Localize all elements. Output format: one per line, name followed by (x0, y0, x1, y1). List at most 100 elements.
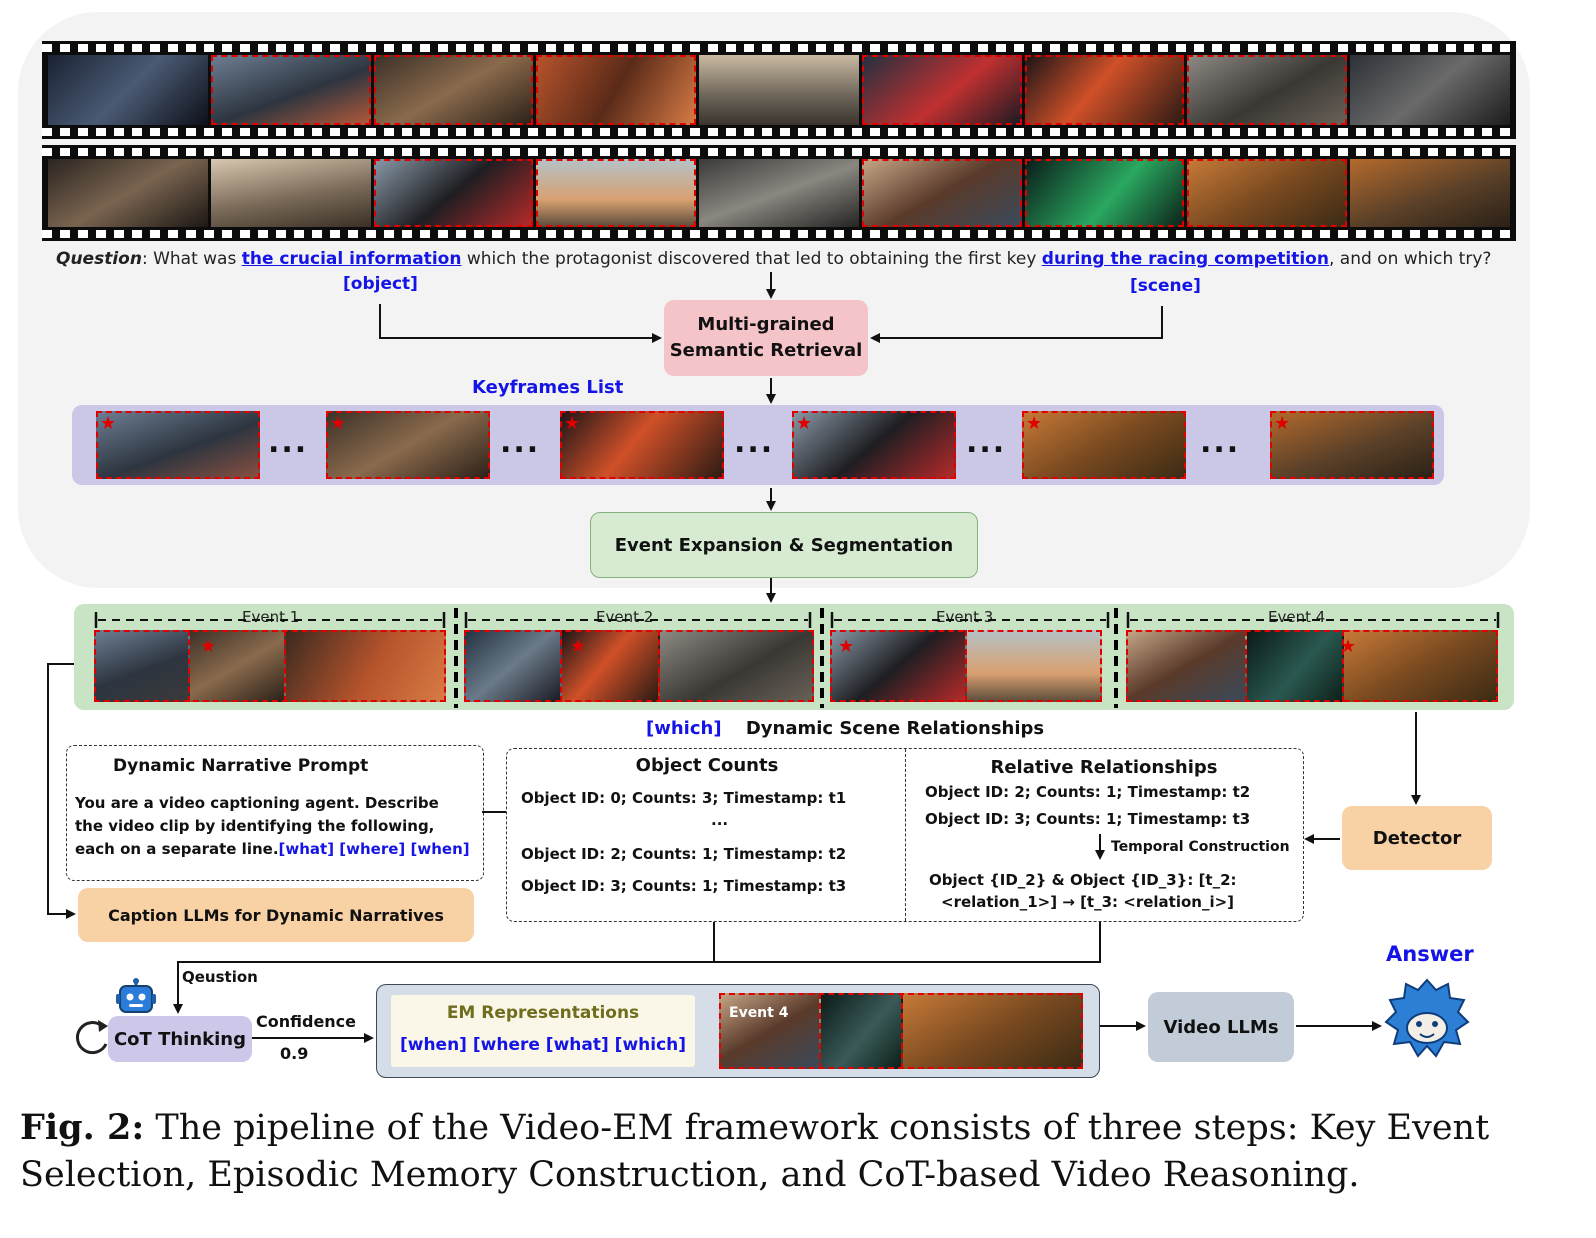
cot-thinking-box: CoT Thinking (108, 1016, 252, 1062)
event-expansion-box: Event Expansion & Segmentation (590, 512, 978, 578)
relative-title: Relative Relationships (990, 757, 1218, 778)
event-3-frames (830, 630, 1102, 702)
video-frame-selected (536, 55, 697, 125)
star-icon: ★ (1274, 413, 1291, 434)
scene-tag: [scene] (1130, 276, 1201, 296)
em-title: EM Representations (446, 1003, 640, 1023)
question-part: , and on which try? (1328, 249, 1492, 269)
video-frame-selected (861, 55, 1022, 125)
semantic-retrieval-box: Multi-grained Semantic Retrieval (664, 300, 868, 376)
relative-row: Object ID: 2; Counts: 1; Timestamp: t2 (925, 783, 1251, 801)
star-icon: ★ (1340, 636, 1357, 657)
object-count-row: Object ID: 0; Counts: 3; Timestamp: t1 (521, 789, 847, 807)
ellipsis: ... (268, 425, 309, 460)
event-separator (820, 608, 824, 708)
qeustion-label: Qeustion (182, 968, 258, 986)
video-frame-selected (373, 55, 534, 125)
relative-row: Object ID: 3; Counts: 1; Timestamp: t3 (925, 810, 1251, 828)
ellipsis: ... (966, 425, 1007, 460)
event-separator (1114, 608, 1118, 708)
video-frame (699, 159, 859, 227)
narrative-prompt-box: Dynamic Narrative Prompt You are a video… (66, 745, 484, 881)
event-separator (454, 608, 458, 708)
video-frame (48, 159, 208, 227)
retrieval-line2: Semantic Retrieval (669, 340, 863, 361)
confidence-value: 0.9 (280, 1044, 309, 1063)
event-segments-band: Event 1 Event 2 Event 3 Event 4 ★ ★ ★ ★ (74, 604, 1514, 710)
retrieval-line1: Multi-grained (697, 314, 835, 335)
which-tag: [which] (646, 718, 722, 739)
narrative-line: You are a video captioning agent. Descri… (75, 794, 439, 812)
event-label: Event 2 (596, 608, 654, 626)
event-1-frames (94, 630, 446, 702)
narrative-line: the video clip by identifying the follow… (75, 817, 435, 835)
em-representations-panel: EM Representations [when] [where [what] … (376, 984, 1100, 1078)
event-2-frames (464, 630, 814, 702)
star-icon: ★ (330, 413, 347, 434)
star-icon: ★ (200, 636, 217, 657)
video-frame-selected (210, 55, 371, 125)
em-tags: [when] [where [what] [which] (399, 1035, 687, 1055)
mascot-icon (1384, 976, 1470, 1060)
video-frame-selected (536, 159, 697, 227)
keyframes-list: ★ ... ★ ... ★ ... ★ ... ★ ... ★ (72, 405, 1444, 485)
temporal-construction-label: Temporal Construction (1111, 839, 1290, 855)
relation-formula: <relation_1>] → [t_3: <relation_i>] (941, 893, 1235, 911)
video-frame-selected (1187, 55, 1348, 125)
video-frame-selected (861, 159, 1022, 227)
robot-icon (116, 978, 156, 1016)
answer-label: Answer (1386, 942, 1474, 966)
event-label: Event 1 (242, 608, 300, 626)
star-icon: ★ (570, 636, 587, 657)
narrative-line: each on a separate line. (75, 840, 279, 858)
narrative-tags: [what] [where] [when] (278, 840, 470, 858)
question-text: Question: What was the crucial informati… (56, 249, 1536, 269)
star-icon: ★ (796, 413, 813, 434)
keyframe: ★ (1022, 411, 1186, 479)
video-frame-selected (1024, 159, 1185, 227)
object-count-row: Object ID: 3; Counts: 1; Timestamp: t3 (521, 877, 847, 895)
video-frame (1350, 159, 1511, 227)
caption-llms-box: Caption LLMs for Dynamic Narratives (78, 888, 474, 942)
detector-box: Detector (1342, 806, 1492, 870)
figure-label: Fig. 2: (20, 1107, 145, 1148)
star-icon: ★ (564, 413, 581, 434)
filmstrip-top (42, 41, 1516, 139)
video-frame (1350, 55, 1511, 125)
question-part: which the protagonist discovered that le… (461, 249, 1042, 269)
confidence-label: Confidence (256, 1012, 357, 1031)
question-label: Question (56, 249, 142, 269)
em-text-box: EM Representations [when] [where [what] … (391, 995, 695, 1067)
video-frame-selected (1024, 55, 1185, 125)
scene-relationships-header: [which] Dynamic Scene Relationships (646, 718, 1044, 739)
keyframe: ★ (96, 411, 260, 479)
scene-relationships-title: Dynamic Scene Relationships (745, 718, 1045, 739)
video-frame (699, 55, 859, 125)
filmstrip-bottom (42, 145, 1516, 241)
star-icon: ★ (838, 636, 855, 657)
ellipsis: ... (734, 425, 775, 460)
caption-text: Selection, Episodic Memory Construction,… (20, 1155, 1360, 1195)
keyframe: ★ (792, 411, 956, 479)
narrative-title: Dynamic Narrative Prompt (113, 756, 369, 776)
event-label: Event 4 (1268, 608, 1326, 626)
scene-relationships-box: Object Counts Object ID: 0; Counts: 3; T… (506, 748, 1304, 922)
ellipsis: ... (1200, 425, 1241, 460)
loop-icon (72, 1018, 112, 1058)
event-4-frames (1126, 630, 1498, 702)
video-frame-selected (1187, 159, 1348, 227)
object-tag: [object] (343, 274, 418, 294)
keyframe: ★ (1270, 411, 1434, 479)
video-frame (210, 159, 371, 227)
em-event-label: Event 4 (729, 1005, 789, 1021)
video-frame-selected (373, 159, 534, 227)
keyframe: ★ (326, 411, 490, 479)
relation-formula: Object {ID_2} & Object {ID_3}: [t_2: (929, 871, 1237, 889)
video-frame (48, 55, 208, 125)
video-llms-box: Video LLMs (1148, 992, 1294, 1062)
caption-text: The pipeline of the Video-EM framework c… (144, 1108, 1490, 1148)
object-phrase: the crucial information (241, 249, 462, 269)
question-part: : What was (141, 249, 242, 269)
event-label: Event 3 (936, 608, 994, 626)
object-counts-title: Object Counts (635, 755, 779, 776)
